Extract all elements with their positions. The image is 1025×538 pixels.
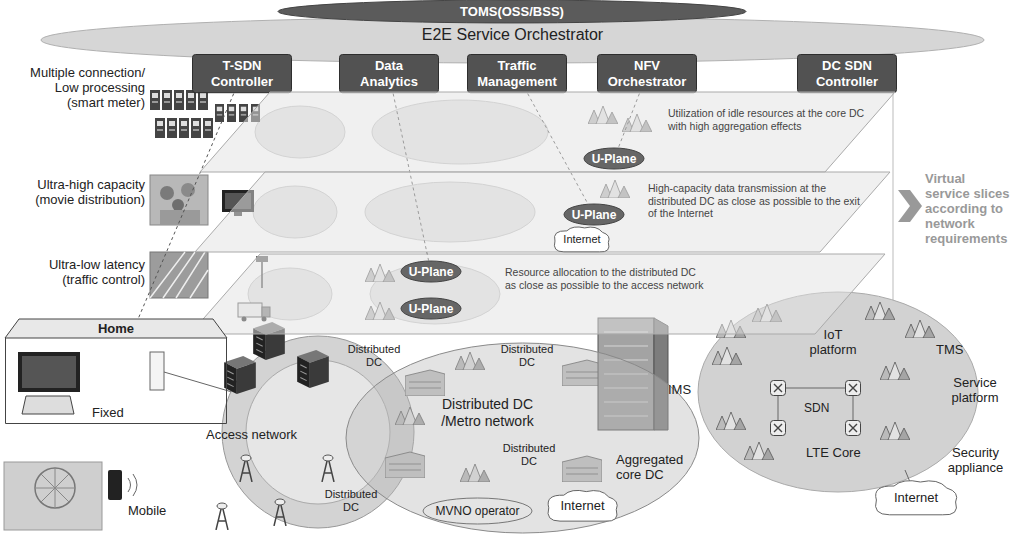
node-label: Data Analytics — [345, 58, 433, 89]
annotation-label: LTE Core — [806, 446, 866, 461]
controller-box: Data Analytics — [339, 54, 439, 93]
slice-plane-outline — [190, 254, 885, 334]
u-plane-ellipse: U-Plane — [400, 297, 462, 320]
controller-box-outline — [193, 55, 292, 93]
annotation-label: Virtual service slices according to netw… — [925, 172, 1011, 247]
slice-plane: Utilization of idle resources at the cor… — [200, 92, 895, 172]
metro-ring-outline — [346, 343, 699, 533]
annotation-label: Ultra-high capacity (movie distribution) — [20, 178, 145, 208]
dashed-connector — [138, 94, 233, 318]
annotation-label: Distributed DC — [322, 488, 380, 513]
u-plane-ellipse: U-Plane — [583, 147, 645, 170]
controller-box-outline — [468, 55, 567, 93]
node-label: DC SDN Controller — [803, 58, 891, 89]
node-label: U-Plane — [572, 208, 617, 222]
node-label: U-Plane — [409, 302, 454, 316]
u-plane-ellipse-outline — [584, 148, 644, 169]
node-label: Internet — [563, 233, 600, 246]
annotation-label: Aggregated core DC — [616, 453, 696, 483]
annotation-label: Fixed — [92, 406, 142, 421]
node-label: E2E Service Orchestrator — [422, 25, 603, 44]
home-roof — [5, 319, 227, 338]
annotation-label: Access network — [206, 428, 306, 443]
internet-cloud: Internet — [545, 488, 620, 524]
u-plane-ellipse-outline — [564, 204, 624, 225]
internet-cloud-outline — [548, 490, 617, 521]
annotation-label: Multiple connection/ Low processing (sma… — [20, 66, 145, 111]
slice-plane-outline — [195, 172, 890, 252]
node-label: Internet — [894, 490, 938, 506]
annotation-label: Distributed DC — [345, 343, 403, 368]
node-label: T-SDN Controller — [198, 58, 286, 89]
controller-box-outline — [598, 55, 697, 93]
node-label: U-Plane — [409, 265, 454, 279]
system-ellipse-outline — [278, 0, 746, 23]
node-label: Home — [5, 321, 227, 337]
node-label: NFV Orchestrator — [603, 58, 691, 89]
controller-box: DC SDN Controller — [797, 54, 897, 93]
annotation-label: Mobile — [128, 504, 188, 519]
internet-cloud: Internet — [552, 225, 611, 254]
slice-plane: Resource allocation to the distributed D… — [190, 254, 885, 334]
slice-note: Utilization of idle resources at the cor… — [668, 107, 873, 132]
slice-plane: High-capacity data transmission at the d… — [195, 172, 890, 252]
annotation-label: IoT platform — [803, 328, 863, 358]
node-label: Internet — [560, 498, 604, 514]
u-plane-ellipse: U-Plane — [563, 203, 625, 226]
node-label: U-Plane — [592, 152, 637, 166]
controller-box: T-SDN Controller — [192, 54, 292, 93]
slice-plane-shape — [200, 92, 895, 172]
annotation-label: TMS — [936, 343, 976, 358]
operator-ellipse: MVNO operator — [422, 497, 533, 525]
node-label: Distributed DC /Metro network — [428, 396, 548, 430]
operator-ellipse-outline — [423, 498, 532, 524]
slice-note: Resource allocation to the distributed D… — [505, 266, 705, 291]
annotation-label: Distributed DC — [498, 343, 556, 368]
annotation-label: Distributed DC — [500, 442, 558, 467]
node-label: Traffic Management — [473, 58, 561, 89]
slice-plane-outline — [200, 92, 895, 172]
annotation-label: IMS — [668, 383, 703, 398]
controller-box: Traffic Management — [467, 54, 567, 93]
controller-box-outline — [340, 55, 439, 93]
annotation-label: Ultra-low latency (traffic control) — [20, 258, 145, 288]
annotation-label: SDN — [804, 402, 840, 416]
node-label: TOMS(OSS/BSS) — [460, 4, 564, 20]
controller-box: NFV Orchestrator — [597, 54, 697, 93]
node-label: MVNO operator — [435, 504, 519, 518]
internet-cloud-outline — [876, 481, 957, 515]
home-outline-outline — [6, 338, 227, 424]
system-ellipse: TOMS(OSS/BSS) — [277, 0, 747, 24]
internet-cloud-outline — [555, 227, 610, 252]
u-plane-ellipse-outline — [401, 298, 461, 319]
u-plane-ellipse: U-Plane — [400, 260, 462, 283]
slice-note: High-capacity data transmission at the d… — [648, 182, 860, 220]
internet-cloud: Internet — [872, 478, 960, 518]
annotation-label: Service platform — [940, 376, 1010, 406]
u-plane-ellipse-outline — [401, 261, 461, 282]
controller-box-outline — [798, 55, 897, 93]
annotation-label: Security appliance — [938, 446, 1013, 476]
